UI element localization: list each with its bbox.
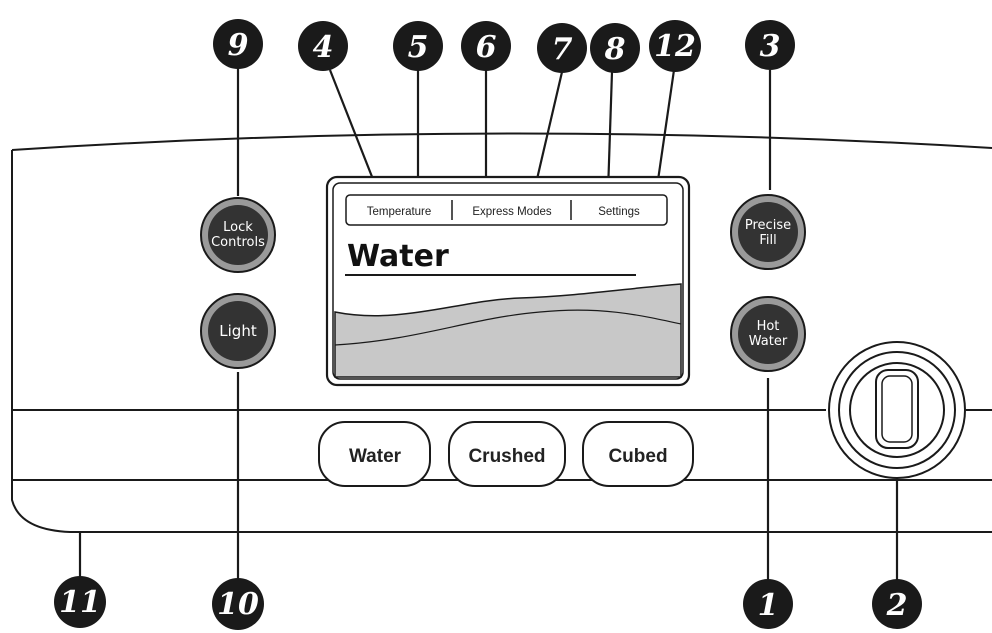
screen-title: Water xyxy=(347,239,449,274)
callout-8: 8 xyxy=(590,23,640,73)
crushed-dispense-button[interactable]: Crushed xyxy=(448,421,566,487)
display-tab-bar xyxy=(345,194,668,226)
light-button[interactable]: Light xyxy=(200,293,276,369)
svg-text:11: 11 xyxy=(59,585,101,620)
callout-2: 2 xyxy=(872,579,922,629)
screen-wave-fill xyxy=(334,283,682,378)
svg-text:4: 4 xyxy=(313,30,334,65)
svg-text:9: 9 xyxy=(228,28,249,63)
svg-text:5: 5 xyxy=(408,30,429,65)
svg-text:7: 7 xyxy=(552,32,573,67)
callout-12: 12 xyxy=(649,20,701,72)
water-button-label: Water xyxy=(349,446,402,467)
svg-text:8: 8 xyxy=(604,32,626,67)
callout-7: 7 xyxy=(537,23,587,73)
callout-markers: 9 4 5 6 7 8 12 3 11 10 1 2 xyxy=(54,19,922,630)
callout-5: 5 xyxy=(393,21,443,71)
svg-text:3: 3 xyxy=(760,29,781,64)
light-label: Light xyxy=(219,322,257,340)
leader-lines xyxy=(78,68,899,582)
svg-text:12: 12 xyxy=(654,29,696,64)
precise-fill-label-line1: Precise xyxy=(745,218,791,233)
svg-text:2: 2 xyxy=(886,588,908,623)
callout-4: 4 xyxy=(298,21,348,71)
precise-fill-label-line2: Fill xyxy=(759,233,776,248)
tab-express-modes[interactable]: Express Modes xyxy=(472,206,552,218)
crushed-button-label: Crushed xyxy=(468,446,545,467)
display-screen: Temperature Express Modes Settings Water xyxy=(325,175,691,387)
callout-9: 9 xyxy=(213,19,263,69)
hot-water-label-line1: Hot xyxy=(757,319,780,334)
screen-wave-line xyxy=(334,309,682,346)
callout-6: 6 xyxy=(461,21,511,71)
hot-water-label-line2: Water xyxy=(749,334,788,349)
svg-text:6: 6 xyxy=(476,30,497,65)
precise-fill-button[interactable]: Precise Fill xyxy=(730,194,806,270)
callout-11: 11 xyxy=(54,576,106,628)
callout-10: 10 xyxy=(212,578,264,630)
water-dispense-button[interactable]: Water xyxy=(318,421,431,487)
lock-label-line2: Controls xyxy=(211,235,265,250)
hot-water-button[interactable]: Hot Water xyxy=(730,296,806,372)
tab-settings[interactable]: Settings xyxy=(598,206,640,218)
lock-controls-button[interactable]: Lock Controls xyxy=(200,197,276,273)
water-filter-knob[interactable] xyxy=(828,341,966,479)
callout-1: 1 xyxy=(743,579,793,629)
tab-temperature[interactable]: Temperature xyxy=(367,206,432,218)
cubed-dispense-button[interactable]: Cubed xyxy=(582,421,694,487)
cubed-button-label: Cubed xyxy=(608,446,667,467)
lock-label-line1: Lock xyxy=(223,220,253,235)
svg-text:1: 1 xyxy=(758,588,779,623)
callout-3: 3 xyxy=(745,20,795,70)
svg-text:10: 10 xyxy=(217,587,259,622)
